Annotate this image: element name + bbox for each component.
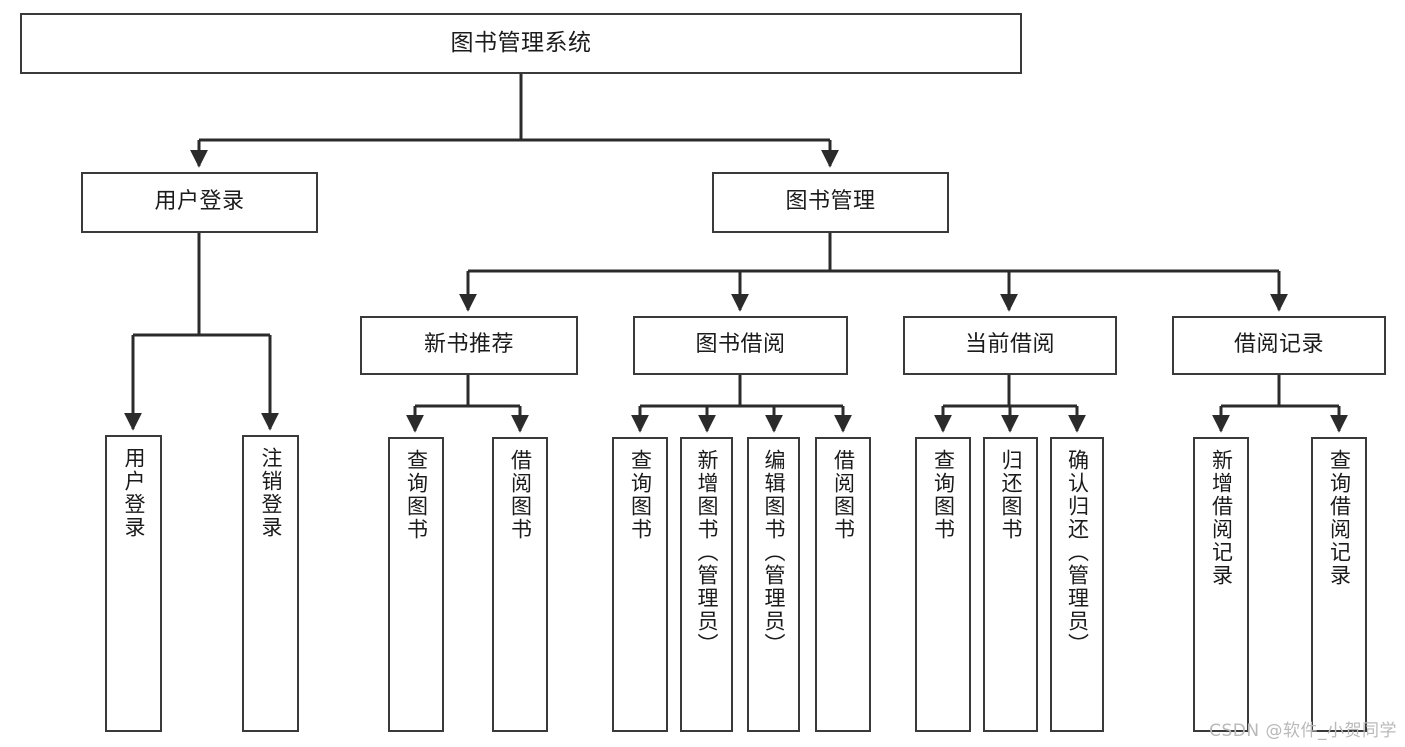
node-new-book-recommend[interactable]: 新书推荐 xyxy=(360,316,578,375)
node-book-borrow[interactable]: 图书借阅 xyxy=(633,316,848,375)
node-leaf-confirm-return[interactable]: 确认归还（管理员） xyxy=(1050,437,1104,732)
node-leaf-edit-book[interactable]: 编辑图书（管理员） xyxy=(747,437,800,732)
node-leaf-query-book-3[interactable]: 查询图书 xyxy=(915,437,971,732)
node-leaf-borrow-book-2-label: 借阅图书 xyxy=(831,449,856,541)
node-user-login-label: 用户登录 xyxy=(154,189,245,215)
node-current-borrow-label: 当前借阅 xyxy=(964,332,1055,358)
node-book-manage[interactable]: 图书管理 xyxy=(712,172,949,233)
node-root[interactable]: 图书管理系统 xyxy=(20,13,1022,74)
node-leaf-add-book-label: 新增图书（管理员） xyxy=(695,449,719,656)
node-leaf-borrow-book-1[interactable]: 借阅图书 xyxy=(492,437,548,732)
node-leaf-query-record[interactable]: 查询借阅记录 xyxy=(1311,437,1367,732)
node-leaf-query-record-label: 查询借阅记录 xyxy=(1327,449,1352,587)
node-leaf-add-record[interactable]: 新增借阅记录 xyxy=(1193,437,1249,732)
node-leaf-logout-login[interactable]: 注销登录 xyxy=(242,435,299,732)
node-book-manage-label: 图书管理 xyxy=(785,189,876,215)
node-leaf-user-login-label: 用户登录 xyxy=(122,447,146,539)
node-leaf-logout-login-label: 注销登录 xyxy=(259,447,283,539)
node-borrow-record-label: 借阅记录 xyxy=(1233,332,1324,358)
node-leaf-return-book[interactable]: 归还图书 xyxy=(983,437,1038,732)
node-borrow-record[interactable]: 借阅记录 xyxy=(1172,316,1386,375)
node-leaf-borrow-book-2[interactable]: 借阅图书 xyxy=(815,437,871,732)
node-leaf-borrow-book-1-label: 借阅图书 xyxy=(508,449,533,541)
node-leaf-query-book-1-label: 查询图书 xyxy=(404,449,429,541)
node-root-label: 图书管理系统 xyxy=(450,29,592,56)
node-leaf-query-book-2[interactable]: 查询图书 xyxy=(612,437,668,732)
node-leaf-add-book[interactable]: 新增图书（管理员） xyxy=(680,437,733,732)
csdn-watermark: CSDN @软件_小贺同学 xyxy=(1209,721,1397,741)
node-leaf-query-book-1[interactable]: 查询图书 xyxy=(388,437,444,732)
node-leaf-query-book-3-label: 查询图书 xyxy=(931,449,956,541)
node-leaf-edit-book-label: 编辑图书（管理员） xyxy=(762,449,786,656)
node-user-login[interactable]: 用户登录 xyxy=(81,172,318,233)
node-leaf-return-book-label: 归还图书 xyxy=(999,449,1023,541)
node-book-borrow-label: 图书借阅 xyxy=(695,332,786,358)
node-leaf-confirm-return-label: 确认归还（管理员） xyxy=(1065,449,1090,656)
node-current-borrow[interactable]: 当前借阅 xyxy=(903,316,1117,375)
node-leaf-query-book-2-label: 查询图书 xyxy=(628,449,653,541)
node-leaf-add-record-label: 新增借阅记录 xyxy=(1209,449,1234,587)
node-leaf-user-login[interactable]: 用户登录 xyxy=(105,435,162,732)
node-new-book-recommend-label: 新书推荐 xyxy=(423,332,514,358)
